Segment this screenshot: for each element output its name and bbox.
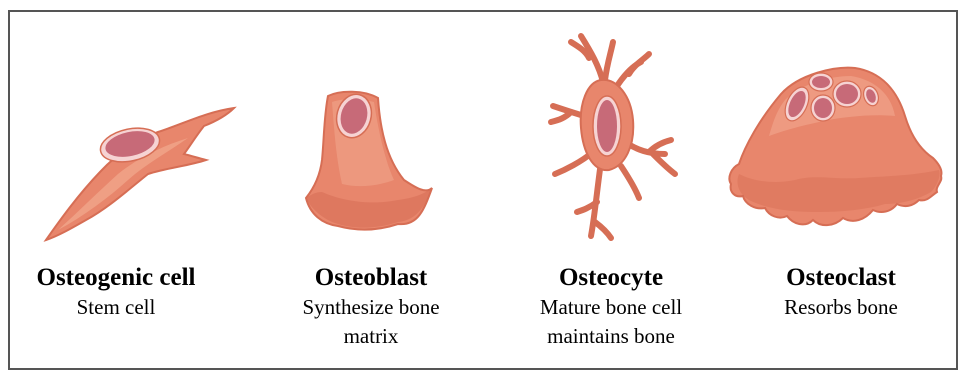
cell-name: Osteoclast (741, 262, 941, 293)
cell-description: Mature bone cell maintains bone (518, 293, 704, 351)
osteoblast-cell-icon (298, 88, 438, 233)
label-osteocyte: Osteocyte Mature bone cell maintains bon… (511, 262, 711, 351)
osteoclast-cell-icon (725, 64, 947, 234)
label-osteoclast: Osteoclast Resorbs bone (741, 262, 941, 322)
cell-name: Osteogenic cell (16, 262, 216, 293)
cell-name: Osteoblast (271, 262, 471, 293)
cell-description: Stem cell (16, 293, 216, 322)
cell-name: Osteocyte (511, 262, 711, 293)
cell-description: Synthesize bone matrix (286, 293, 456, 351)
osteocyte-cell-icon (525, 22, 700, 247)
osteogenic-cell-icon (38, 100, 238, 245)
label-osteogenic-cell: Osteogenic cell Stem cell (16, 262, 216, 322)
cell-description: Resorbs bone (741, 293, 941, 322)
label-osteoblast: Osteoblast Synthesize bone matrix (271, 262, 471, 351)
